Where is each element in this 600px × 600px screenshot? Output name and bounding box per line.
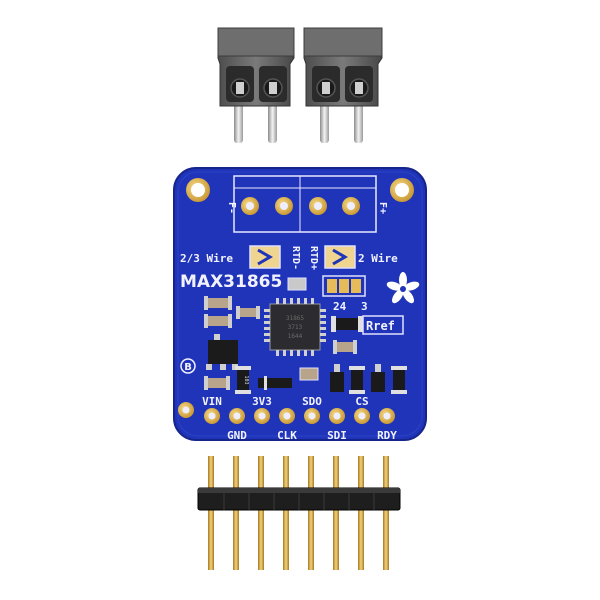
rref-resistor <box>331 316 363 332</box>
label-rtd-plus: RTD+ <box>308 246 319 270</box>
terminal-pads <box>241 197 360 215</box>
solder-jumper-left <box>249 245 281 269</box>
jumper-label-24: 24 <box>333 300 347 313</box>
pin-label-3v3: 3V3 <box>252 395 272 408</box>
jumper-label-3: 3 <box>361 300 368 313</box>
part-number-label: MAX31865 <box>180 272 282 292</box>
label-f-plus: F+ <box>377 202 388 214</box>
capacitor <box>333 340 357 354</box>
capacitor <box>236 306 260 319</box>
transistor <box>330 364 344 392</box>
pin-label-clk: CLK <box>277 429 297 442</box>
resistor <box>391 366 407 394</box>
adafruit-flower-icon <box>386 272 420 304</box>
header-pin <box>383 456 389 570</box>
terminal-outline <box>233 175 377 233</box>
header-pin <box>208 456 214 570</box>
pcb-board: F- RTD- RTD+ F+ 2/3 Wire 2 Wire MAX31865 <box>173 167 427 442</box>
chip-marking-3: 1644 <box>288 333 303 340</box>
max31865-chip: 31865 3713 1644 <box>264 298 326 356</box>
mounting-hole-icon <box>390 178 414 202</box>
pin-label-cs: CS <box>355 395 368 408</box>
ref-resistor-jumper <box>322 275 366 297</box>
capacitor <box>204 376 230 390</box>
pin-label-rdy: RDY <box>377 429 397 442</box>
terminal-pin <box>354 100 363 143</box>
svg-text:103: 103 <box>243 375 249 384</box>
header-pin <box>333 456 339 570</box>
header-pads <box>178 402 395 424</box>
terminal-block-right <box>303 27 383 143</box>
capacitor <box>287 277 307 291</box>
mounting-hole-icon <box>186 178 210 202</box>
header-pin <box>233 456 239 570</box>
pin-label-sdo: SDO <box>302 395 322 408</box>
board-revision-mark: B <box>180 358 196 374</box>
voltage-regulator <box>206 334 238 370</box>
pin-header-strip <box>197 456 401 570</box>
transistor <box>371 364 385 392</box>
terminal-pin <box>320 100 329 143</box>
terminal-pin <box>234 100 243 143</box>
revision-letter: B <box>184 362 192 373</box>
resistor <box>349 366 365 394</box>
header-pin <box>308 456 314 570</box>
header-pin <box>358 456 364 570</box>
label-f-minus: F- <box>226 202 237 214</box>
diode <box>258 376 292 390</box>
label-wire-mode-right: 2 Wire <box>358 252 398 265</box>
capacitor <box>299 367 319 381</box>
chip-marking-1: 31865 <box>286 315 304 322</box>
header-pin <box>283 456 289 570</box>
pin-label-gnd: GND <box>227 429 247 442</box>
label-wire-mode-left: 2/3 Wire <box>180 252 233 265</box>
header-pin <box>258 456 264 570</box>
capacitor <box>204 296 232 310</box>
resistor: 103 <box>235 366 251 394</box>
capacitor <box>204 314 232 328</box>
pin-label-vin: VIN <box>202 395 222 408</box>
terminal-pin <box>268 100 277 143</box>
rref-label: Rref <box>366 319 395 333</box>
solder-jumper-right <box>324 245 356 269</box>
label-rtd-minus: RTD- <box>290 246 301 270</box>
pin-label-sdi: SDI <box>327 429 347 442</box>
terminal-block-left <box>217 27 295 143</box>
chip-marking-2: 3713 <box>288 324 303 331</box>
